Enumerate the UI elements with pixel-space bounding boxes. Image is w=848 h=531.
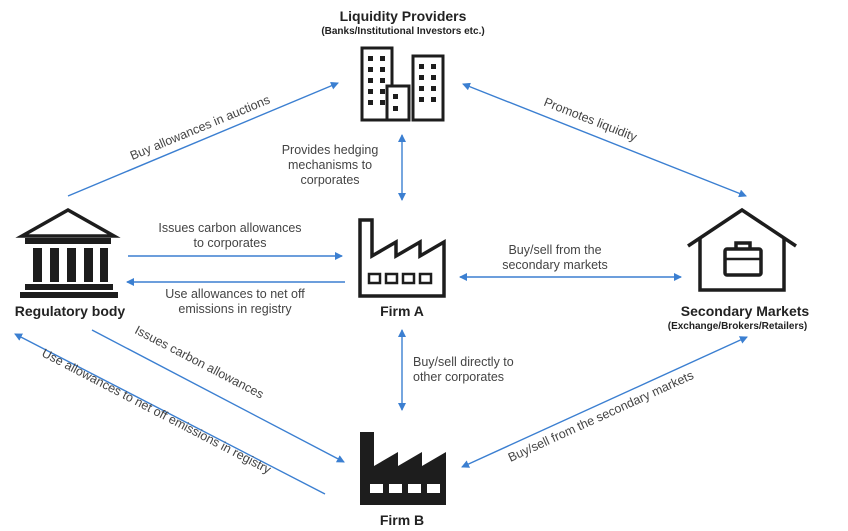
arrow-firm-b-secondary [461,336,748,468]
label-line: other corporates [413,370,505,384]
secondary-markets-title: Secondary Markets [680,303,810,319]
label-firm-a-secondary: Buy/sell from the secondary markets [480,243,630,273]
label-line: Provides hedging [281,143,379,157]
liquidity-providers-title: Liquidity Providers [339,8,467,24]
label-use-allowances-firm-a: Use allowances to net off emissions in r… [145,287,325,317]
firm-a-title: Firm A [380,303,424,319]
label-firm-a-firm-b: Buy/sell directly to other corporates [413,355,514,385]
factory-icon [360,432,446,505]
label-line: Buy/sell directly to [413,355,514,369]
government-building-icon [15,207,121,298]
factory-icon [358,218,446,298]
label-line: Issues carbon allowances [158,221,302,235]
regulatory-body-title: Regulatory body [14,303,126,319]
label-line: to corporates [193,236,267,250]
label-line: mechanisms to [287,158,373,172]
secondary-markets-subtitle: (Exchange/Brokers/Retailers) [667,321,808,332]
label-provides-hedging: Provides hedging mechanisms to corporate… [270,143,390,188]
arrow-firm-b-to-regulator [14,333,326,495]
market-house-icon [687,207,797,292]
arrow-regulator-to-liquidity [67,82,339,197]
arrow-regulator-to-firm-b [91,329,345,463]
label-line: emissions in registry [178,302,292,316]
label-line: Buy/sell from the [508,243,602,257]
label-line: Use allowances to net off [165,287,305,301]
arrow-liquidity-secondary [462,82,747,198]
label-line: secondary markets [502,258,608,272]
liquidity-providers-subtitle: (Banks/Institutional Investors etc.) [321,26,485,37]
label-line: corporates [300,173,360,187]
label-issues-firm-a: Issues carbon allowances to corporates [140,221,320,251]
firm-b-title: Firm B [379,512,425,528]
office-buildings-icon [360,46,445,122]
